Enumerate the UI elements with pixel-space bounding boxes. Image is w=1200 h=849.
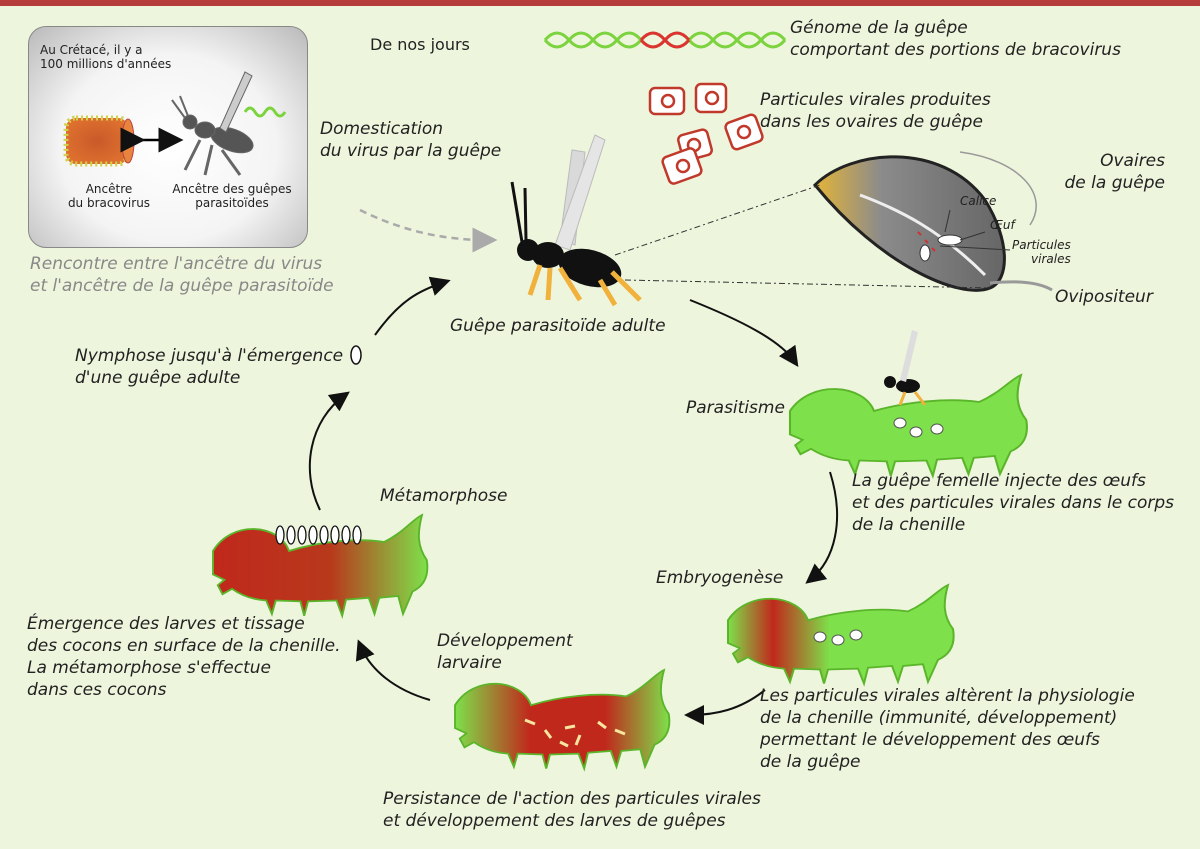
wasp-ancestor-label: Ancêtre des guêpes parasitoïdes (172, 182, 292, 210)
genome-label: Génome de la guêpe comportant des portio… (790, 18, 1121, 60)
virus-ancestor-icon (63, 115, 135, 167)
particules-virales-label: Particules virales (1012, 238, 1071, 266)
alteration-label: Les particules virales altèrent la physi… (760, 686, 1135, 772)
adult-wasp-icon (510, 134, 642, 307)
cocoons-icon (275, 525, 362, 545)
metamorphose-label: Métamorphose (380, 486, 508, 506)
inset-caption: Rencontre entre l'ancêtre du virus et l'… (30, 254, 334, 296)
ovary-leader-lines (614, 184, 1011, 289)
wasp-on-caterpillar-icon (884, 330, 927, 406)
calice-label: Calice (960, 194, 997, 208)
adult-wasp-label: Guêpe parasitoïde adulte (450, 316, 666, 336)
viral-particles-icon (648, 82, 764, 185)
embryo-eggs-icon (813, 629, 863, 646)
ancestor-wasp-icon (171, 71, 254, 176)
virus-ancestor-label: Ancêtre du bracovirus (67, 182, 151, 210)
larvae-icon (524, 718, 626, 748)
injection-label: La guêpe femelle injecte des œufs et des… (852, 471, 1175, 535)
embryogenese-label: Embryogenèse (656, 568, 784, 588)
developpement-label: Développement larvaire (437, 631, 573, 673)
persistance-label: Persistance de l'action des particules v… (383, 789, 761, 831)
particles-label: Particules virales produites dans les ov… (760, 90, 991, 132)
today-label: De nos jours (370, 35, 470, 54)
nymphose-label: Nymphose jusqu'à l'émergence d'une guêpe… (75, 346, 344, 388)
eggs-injected-icon (893, 417, 944, 438)
caterpillar-embryogenesis-icon (727, 584, 955, 685)
ovipositeur-label: Ovipositeur (1055, 287, 1153, 307)
ovary-diagram-icon (812, 151, 1053, 292)
genome-strand-icon (543, 31, 787, 49)
domestication-arrow (359, 208, 498, 253)
oeuf-label: Œuf (990, 218, 1015, 232)
parasitisme-label: Parasitisme (686, 398, 785, 418)
ovaries-label: Ovaires de la guêpe (1064, 151, 1165, 193)
inset-period-label: Au Crétacé, il y a 100 millions d'années (40, 43, 172, 71)
cycle-arrows (308, 276, 839, 725)
caterpillar-larval-development-icon (454, 669, 671, 770)
ancestor-dna-icon (243, 106, 287, 118)
domestication-label: Domestication du virus par la guêpe (320, 119, 502, 161)
top-rule (0, 0, 1200, 6)
pupa-icon (350, 345, 362, 365)
emergence-label: Émergence des larves et tissage des coco… (27, 614, 341, 700)
